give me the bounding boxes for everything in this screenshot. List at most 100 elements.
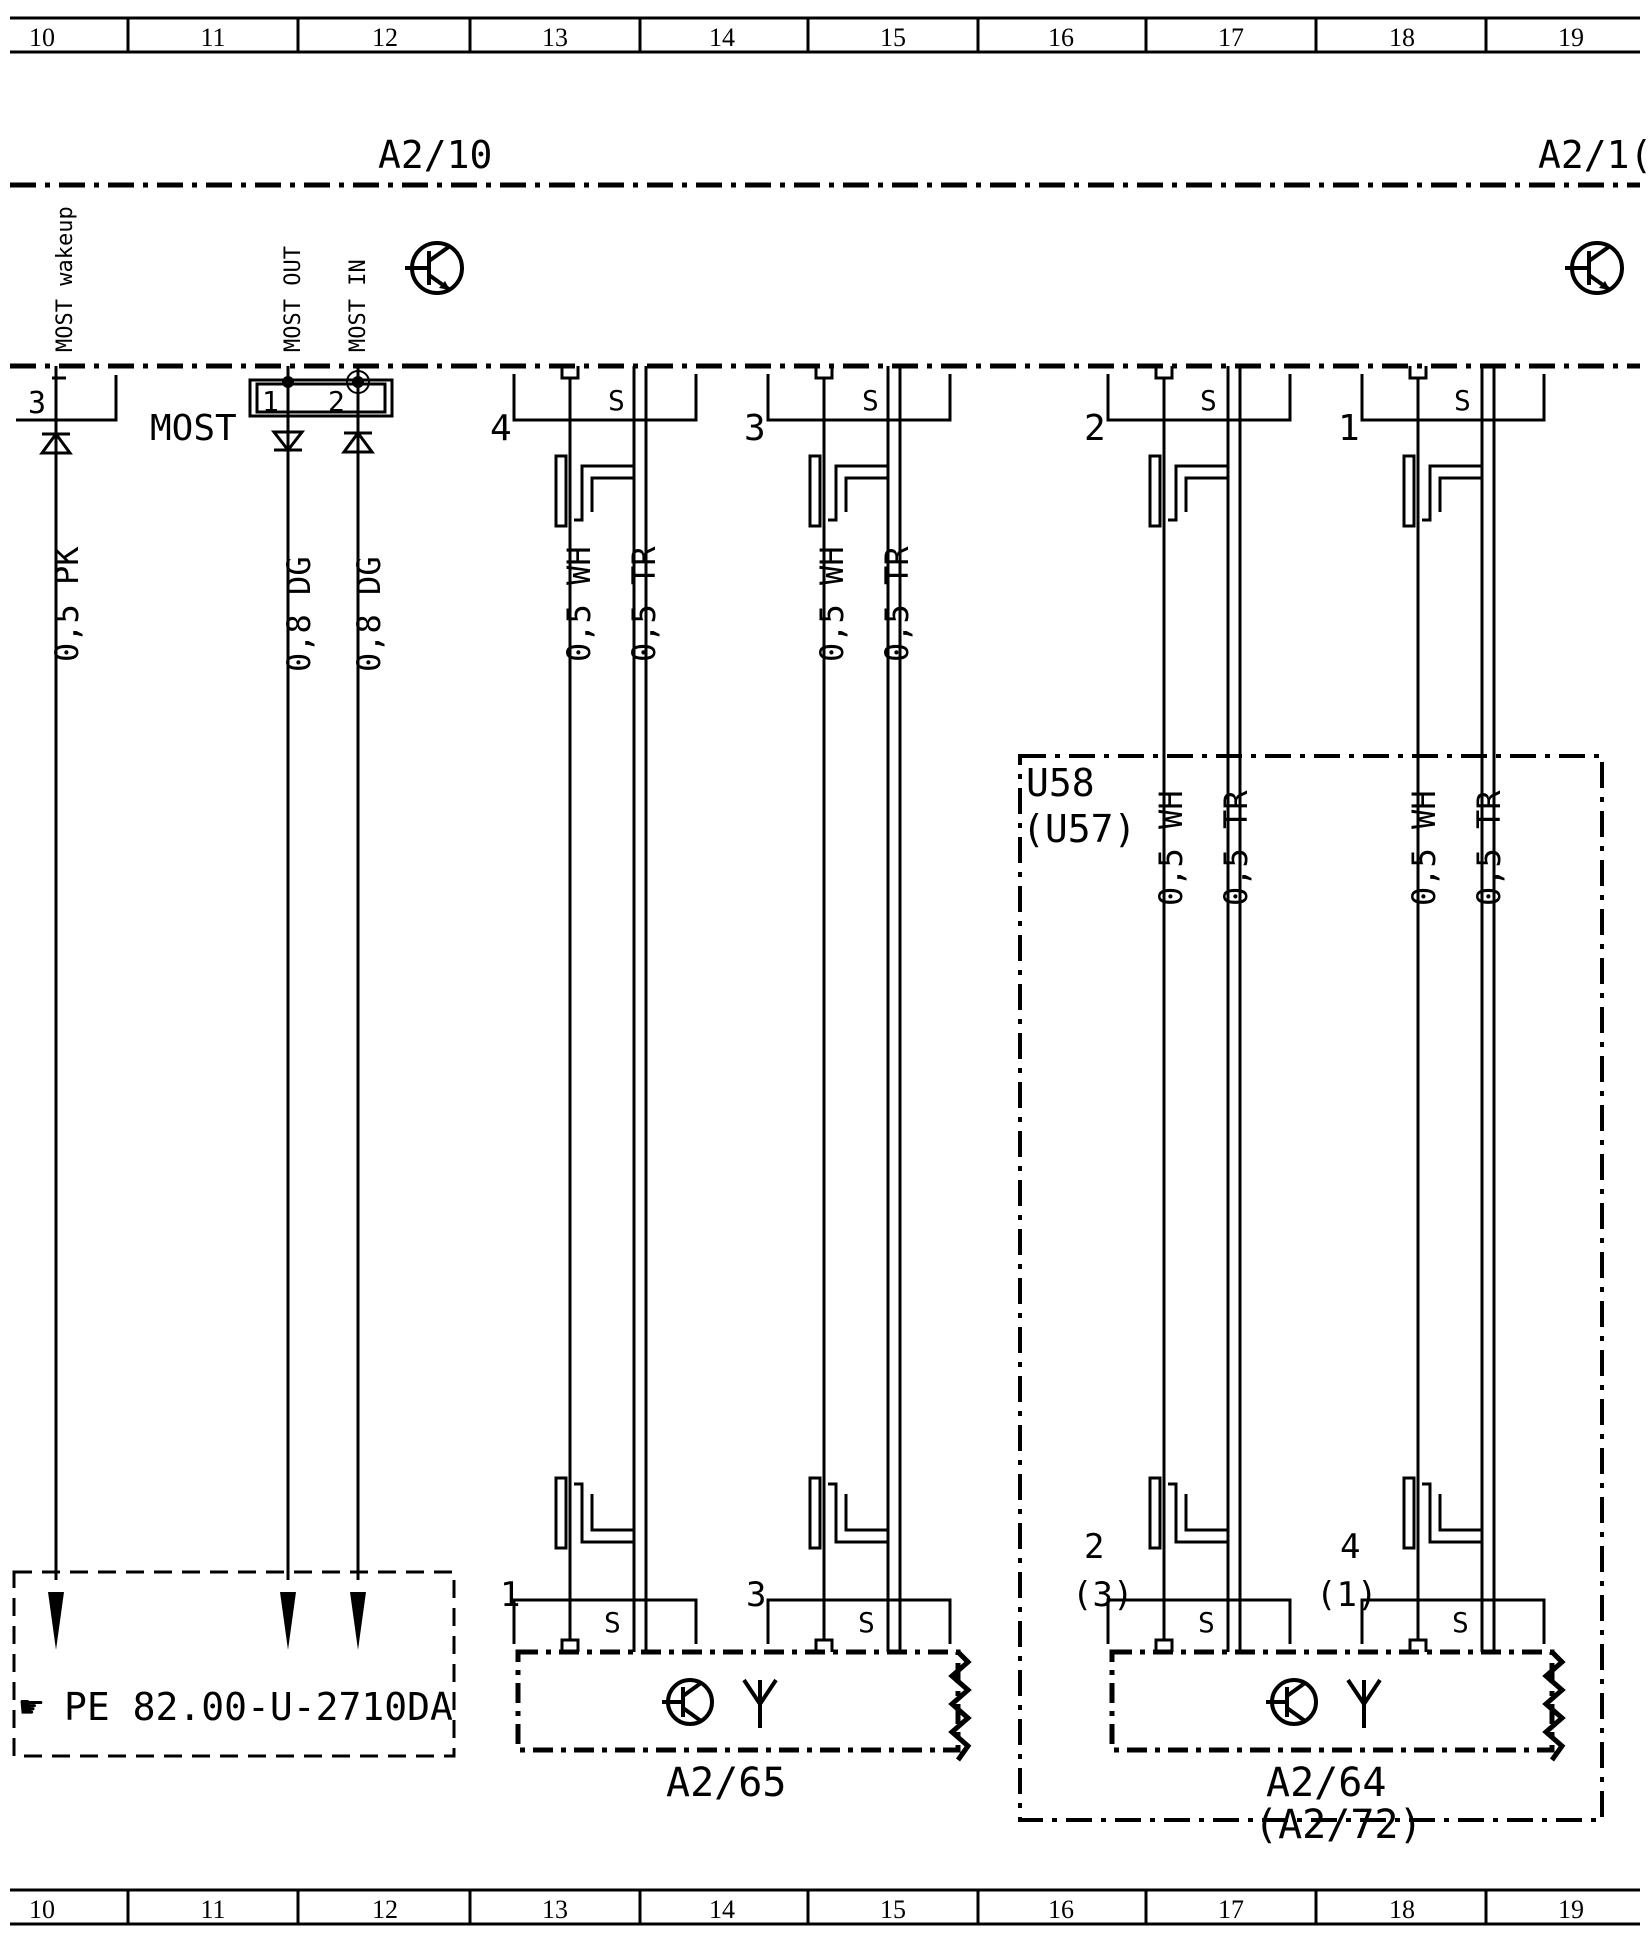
- shield-sleeve: [1402, 1476, 1416, 1550]
- module-label-right: A2/1(: [1538, 133, 1648, 177]
- component-a2-65-shield-1: S: [604, 1606, 621, 1639]
- grid-bottom-col-13: 13: [542, 1895, 568, 1924]
- grid-top: 10 11 12 13 14 15 16 17 18 19: [10, 16, 1640, 54]
- component-a2-64-pin-right: 4: [1340, 1527, 1360, 1567]
- grid-top-col-16: 16: [1048, 23, 1074, 52]
- component-a2-65-shield-2: S: [858, 1606, 875, 1639]
- grid-bottom-col-14: 14: [709, 1895, 735, 1924]
- grid-bottom-col-11: 11: [200, 1895, 225, 1924]
- component-a2-65-label: A2/65: [666, 1760, 786, 1806]
- connector-bracket: [512, 374, 698, 422]
- wire-label-wh: 0,5 WH: [1405, 790, 1443, 906]
- component-a2-64-pin-right-alt: (1): [1316, 1575, 1377, 1615]
- antenna-icon: [742, 1678, 778, 1728]
- shield-jog: [1184, 476, 1228, 512]
- wire-label-wh: 0,5 WH: [560, 546, 598, 662]
- transistor-icon: [662, 1678, 714, 1726]
- pin-label-most-wakeup: MOST wakeup: [53, 206, 78, 352]
- grid-top-col-15: 15: [880, 23, 906, 52]
- connector-top-3-num: 3: [744, 408, 766, 449]
- coax-pair: [512, 366, 698, 1652]
- connector-most-pin-1: 1: [262, 385, 279, 418]
- grid-bottom-col-18: 18: [1389, 1895, 1415, 1924]
- wire-label-wh: 0,5 WH: [1152, 790, 1190, 906]
- wire-arrow-up-icon: [341, 430, 375, 454]
- transistor-icon: [1266, 1678, 1318, 1726]
- shield-jog: [844, 1494, 888, 1532]
- shield-jog: [828, 1482, 888, 1544]
- component-a2-64-shield-1: S: [1198, 1606, 1215, 1639]
- shield-sleeve: [1148, 454, 1162, 528]
- grid-top-col-19: 19: [1558, 23, 1584, 52]
- shield-sleeve: [808, 454, 822, 528]
- connector-bracket: [1360, 1598, 1546, 1644]
- shield-sleeve: [1402, 454, 1416, 528]
- wire-label-tr: 0,5 TR: [878, 546, 916, 662]
- connector-bracket: [512, 1598, 698, 1644]
- connector-wakeup-pin: 3: [28, 386, 46, 421]
- connector-top-1-num: 1: [1338, 408, 1360, 449]
- wire-label-tr: 0,5 TR: [1217, 790, 1255, 906]
- component-a2-64-pin-left: 2: [1084, 1527, 1104, 1567]
- connector-top-4-shield: S: [608, 384, 625, 417]
- connector-top-3-shield: S: [862, 384, 879, 417]
- grid-top-col-13: 13: [542, 23, 568, 52]
- connector-most-label: MOST: [150, 408, 237, 449]
- shield-sleeve: [554, 1476, 568, 1550]
- antenna-icon: [1346, 1678, 1382, 1728]
- wire-arrow-down-icon: [270, 430, 306, 453]
- shield-jog: [1184, 1494, 1228, 1532]
- grid-bottom-col-12: 12: [372, 1895, 398, 1924]
- antenna-cables: [512, 366, 1546, 1652]
- reference-text: PE 82.00-U-2710DA: [64, 1685, 453, 1729]
- transistor-icon: [1565, 241, 1624, 295]
- module-label-left: A2/10: [378, 133, 492, 177]
- connector-most: MOST 1 2 0,8 DG 0,8 DG: [150, 366, 394, 1650]
- shield-jog: [574, 464, 634, 522]
- connector-bracket: [1106, 374, 1292, 422]
- component-a2-64-label: A2/64: [1266, 1760, 1386, 1806]
- connector-most-pin-2: 2: [328, 385, 345, 418]
- grid-top-col-12: 12: [372, 23, 398, 52]
- option-box-line2: (U57): [1022, 807, 1136, 851]
- grid-top-col-10: 10: [29, 23, 55, 52]
- grid-bottom-col-17: 17: [1218, 1895, 1244, 1924]
- connector-bracket: [1106, 1598, 1292, 1644]
- coax-pair: [1360, 366, 1546, 1652]
- connector-wakeup: 3 0,5 PK: [16, 366, 118, 1650]
- connector-bracket: [766, 374, 952, 422]
- component-a2-64-shield-2: S: [1452, 1606, 1469, 1639]
- shield-sleeve: [808, 1476, 822, 1550]
- shield-jog: [574, 1482, 634, 1544]
- grid-top-col-17: 17: [1218, 23, 1244, 52]
- wire-label-wh: 0,5 WH: [813, 546, 851, 662]
- wire-label-dg-out: 0,8 DG: [280, 556, 318, 672]
- wire-label-dg-in: 0,8 DG: [350, 556, 388, 672]
- wire-label-tr: 0,5 TR: [625, 546, 663, 662]
- component-a2-64-label-alt: (A2/72): [1254, 1802, 1423, 1848]
- shield-jog: [1168, 464, 1228, 522]
- wire-label-pk: 0,5 PK: [48, 546, 86, 662]
- connector-top-4-num: 4: [490, 408, 512, 449]
- shield-jog: [1438, 1494, 1482, 1532]
- coax-pair: [1106, 366, 1292, 1652]
- component-a2-64-pin-left-alt: (3): [1072, 1575, 1133, 1615]
- grid-bottom-col-16: 16: [1048, 1895, 1074, 1924]
- grid-bottom-col-15: 15: [880, 1895, 906, 1924]
- pin-label-most-in: MOST IN: [346, 259, 371, 352]
- shield-jog: [1422, 464, 1482, 522]
- component-a2-65-pin-right: 3: [746, 1575, 766, 1615]
- shield-jog: [590, 476, 634, 512]
- wire-arrow-down-icon: [280, 1592, 296, 1650]
- shield-jog: [1422, 1482, 1482, 1544]
- component-a2-65: A2/65 1 3 S S: [500, 1575, 972, 1806]
- shield-sleeve: [1148, 1476, 1162, 1550]
- connector-bracket: [766, 1598, 952, 1644]
- component-a2-64: A2/64 (A2/72) 2 (3) 4 (1) S S: [1072, 1527, 1566, 1848]
- connector-top-2-num: 2: [1084, 408, 1106, 449]
- option-box-line1: U58: [1026, 761, 1095, 805]
- shield-jog: [844, 476, 888, 512]
- component-a2-65-pin-left: 1: [500, 1575, 520, 1615]
- shield-jog: [1168, 1482, 1228, 1544]
